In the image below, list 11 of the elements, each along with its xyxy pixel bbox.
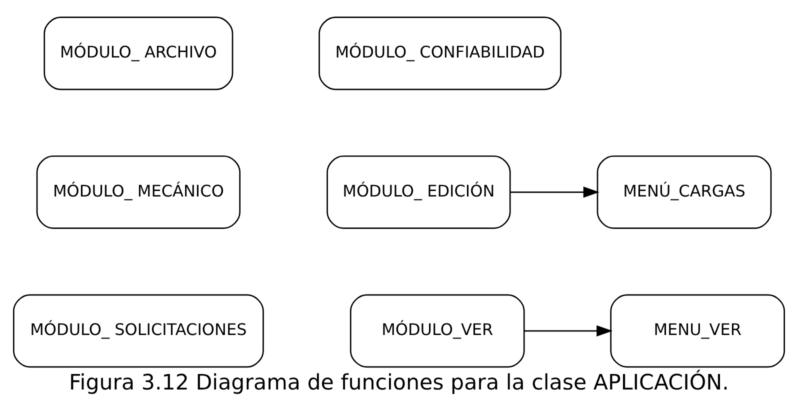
- node-box: MÓDULO_ MECÁNICO: [36, 154, 241, 228]
- node-box: MENU_VER: [610, 294, 785, 368]
- arrow: [510, 186, 600, 198]
- node-box: MÓDULO_ EDICIÓN: [326, 154, 511, 228]
- node-box: MÓDULO_VER: [350, 294, 525, 368]
- caption: Figura 3.12 Diagrama de funciones para la clase APLICACIÓN.: [69, 370, 729, 395]
- node-box: MÓDULO_ SOLICITACIONES: [13, 294, 264, 368]
- node-box: MENÚ_CARGAS: [596, 154, 772, 228]
- arrow: [524, 324, 613, 336]
- node-box: MÓDULO_ ARCHIVO: [44, 16, 234, 90]
- node-box: MÓDULO_ CONFIABILIDAD: [318, 16, 562, 90]
